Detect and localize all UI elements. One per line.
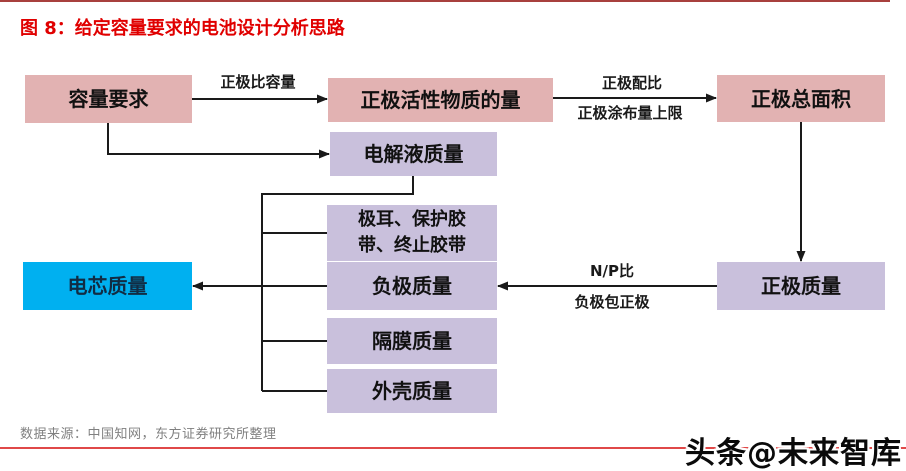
- node-electrolyte-mass-label: 电解液质量: [363, 142, 464, 166]
- edge-label-cathode-ratio: 正极配比: [601, 74, 662, 92]
- node-anode-mass-label: 负极质量: [372, 274, 452, 298]
- node-case-mass: 外壳质量: [327, 369, 497, 413]
- watermark-toutiao: 头条@未来智库: [685, 436, 902, 471]
- node-cathode-total-area-label: 正极总面积: [751, 86, 851, 111]
- node-capacity-requirement-label: 容量要求: [68, 87, 149, 111]
- edge-label-anode-wraps-cathode: 负极包正极: [574, 293, 650, 311]
- node-cathode-active-material-amount-label: 正极活性物质的量: [360, 88, 521, 112]
- node-case-mass-label: 外壳质量: [372, 379, 452, 403]
- node-separator-mass-label: 隔膜质量: [372, 329, 452, 353]
- node-tabs-and-tapes-label: 极耳、保护胶带、终止胶带: [358, 208, 466, 256]
- node-cathode-total-area: 正极总面积: [717, 75, 885, 122]
- data-source-note: 数据来源：中国知网，东方证券研究所整理: [20, 427, 277, 442]
- node-tabs-and-tapes: 极耳、保护胶带、终止胶带: [327, 205, 497, 261]
- edge-label-cathode-coating-limit: 正极涂布量上限: [577, 104, 683, 122]
- edge-label-cathode-specific-capacity: 正极比容量: [220, 73, 296, 91]
- node-cathode-mass-label: 正极质量: [761, 274, 841, 298]
- node-capacity-requirement: 容量要求: [25, 75, 192, 123]
- top-divider-rule: [0, 0, 890, 2]
- node-cell-mass: 电芯质量: [23, 262, 192, 310]
- node-cathode-mass: 正极质量: [717, 262, 885, 310]
- node-cell-mass-label: 电芯质量: [67, 274, 148, 298]
- node-separator-mass: 隔膜质量: [327, 318, 497, 364]
- bottom-divider-rule: [0, 447, 906, 449]
- node-electrolyte-mass: 电解液质量: [330, 132, 497, 176]
- node-cathode-active-material-amount: 正极活性物质的量: [328, 78, 553, 122]
- edge-capacity-to-electrolyte: [107, 123, 330, 159]
- figure-title: 图 8：给定容量要求的电池设计分析思路: [20, 18, 345, 39]
- edge-label-np-ratio: N/P比: [589, 262, 635, 280]
- node-anode-mass: 负极质量: [327, 262, 497, 310]
